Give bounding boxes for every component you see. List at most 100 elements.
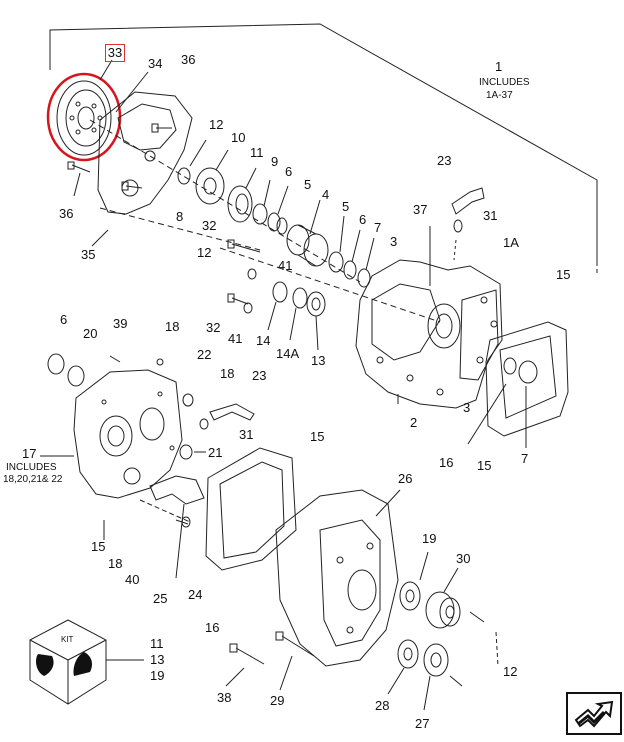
- label-36b: 36: [59, 206, 74, 221]
- label-40: 40: [125, 572, 140, 587]
- label-18b: 18: [220, 366, 235, 381]
- label-6: 6: [285, 164, 293, 179]
- label-1-range: 1A-37: [486, 90, 513, 101]
- bolt-12: [227, 239, 261, 253]
- part-21: [179, 444, 193, 460]
- label-15b: 15: [310, 429, 325, 444]
- kit-item-11: 11: [150, 636, 164, 651]
- label-6b: 6: [359, 212, 367, 227]
- label-17-range: 18,20,21& 22: [3, 474, 63, 485]
- next-page-button[interactable]: [566, 692, 622, 735]
- label-34: 34: [148, 56, 163, 71]
- label-29: 29: [270, 693, 285, 708]
- label-41: 41: [278, 258, 293, 273]
- callout-33-box[interactable]: 33: [105, 44, 125, 62]
- label-7: 7: [374, 220, 382, 235]
- label-13: 13: [311, 353, 326, 368]
- bolt-36-b: [151, 123, 172, 133]
- part-33-disc: [56, 80, 112, 156]
- housing-26: [275, 489, 399, 667]
- label-7b: 7: [521, 451, 529, 466]
- label-38: 38: [217, 690, 232, 705]
- label-32: 32: [202, 218, 217, 233]
- part-31-lower: [199, 418, 209, 430]
- kit-label: KIT: [61, 635, 74, 644]
- label-14: 14: [256, 333, 271, 348]
- label-36: 36: [181, 52, 196, 67]
- label-35: 35: [81, 247, 96, 262]
- part-6: [267, 212, 281, 232]
- label-27: 27: [415, 716, 430, 731]
- part-13: [306, 291, 326, 317]
- label-31b: 31: [239, 427, 254, 442]
- part-10: [195, 167, 225, 205]
- bolt-36-a: [67, 161, 91, 173]
- label-23b: 23: [252, 368, 267, 383]
- label-15d: 15: [91, 539, 106, 554]
- label-5b: 5: [342, 199, 350, 214]
- label-28: 28: [375, 698, 390, 713]
- label-2: 2: [410, 415, 418, 430]
- label-17: 17: [22, 446, 37, 461]
- new-holland-logo: [36, 652, 92, 676]
- label-12: 12: [209, 117, 224, 132]
- label-15c: 15: [477, 458, 492, 473]
- label-16: 16: [439, 455, 454, 470]
- assembly-bracket-1: [49, 23, 598, 262]
- part-20: [67, 365, 85, 387]
- label-24: 24: [188, 587, 203, 602]
- label-41b: 41: [228, 331, 243, 346]
- label-12b: 12: [197, 245, 212, 260]
- label-17-includes: INCLUDES: [6, 462, 57, 473]
- label-37: 37: [413, 202, 428, 217]
- label-16b: 16: [205, 620, 220, 635]
- part-9: [252, 203, 268, 225]
- part-5: [328, 251, 344, 273]
- label-30: 30: [456, 551, 471, 566]
- label-19: 19: [422, 531, 437, 546]
- label-3b: 3: [463, 400, 471, 415]
- part-27: [423, 643, 449, 677]
- label-9: 9: [271, 154, 279, 169]
- part-23-lower: [209, 403, 255, 421]
- part-6b: [343, 260, 357, 280]
- label-31: 31: [483, 208, 498, 223]
- label-1-includes: INCLUDES: [479, 77, 530, 88]
- label-1a: 1A: [503, 235, 519, 250]
- label-12c: 12: [503, 664, 518, 679]
- part-25: [149, 475, 205, 505]
- stud-38: [229, 643, 265, 665]
- part-22: [182, 393, 194, 407]
- part-11: [227, 185, 253, 223]
- part-30: [425, 591, 461, 629]
- gasket-15-right: [485, 321, 569, 437]
- label-23: 23: [437, 153, 452, 168]
- label-4: 4: [322, 187, 330, 202]
- part-14a: [292, 287, 308, 309]
- label-3: 3: [390, 234, 398, 249]
- label-22: 22: [197, 347, 212, 362]
- label-8: 8: [176, 209, 184, 224]
- part-7-seal: [518, 360, 538, 384]
- part-19: [399, 581, 421, 611]
- label-21: 21: [208, 445, 223, 460]
- label-20: 20: [83, 326, 98, 341]
- kit-item-19: 19: [150, 668, 165, 683]
- part-8: [177, 167, 191, 185]
- label-32b: 32: [206, 320, 221, 335]
- gasket-35: [97, 91, 193, 215]
- part-14: [272, 281, 288, 303]
- part-7: [357, 268, 371, 288]
- gasket-24: [205, 447, 297, 571]
- label-18: 18: [165, 319, 180, 334]
- label-39: 39: [113, 316, 128, 331]
- label-1: 1: [495, 59, 503, 74]
- next-page-arrow-icon: [574, 700, 614, 728]
- kit-box: [29, 619, 107, 705]
- label-10: 10: [231, 130, 246, 145]
- part-28: [397, 639, 419, 669]
- part-23-sensor: [451, 187, 485, 215]
- part-16: [503, 357, 517, 375]
